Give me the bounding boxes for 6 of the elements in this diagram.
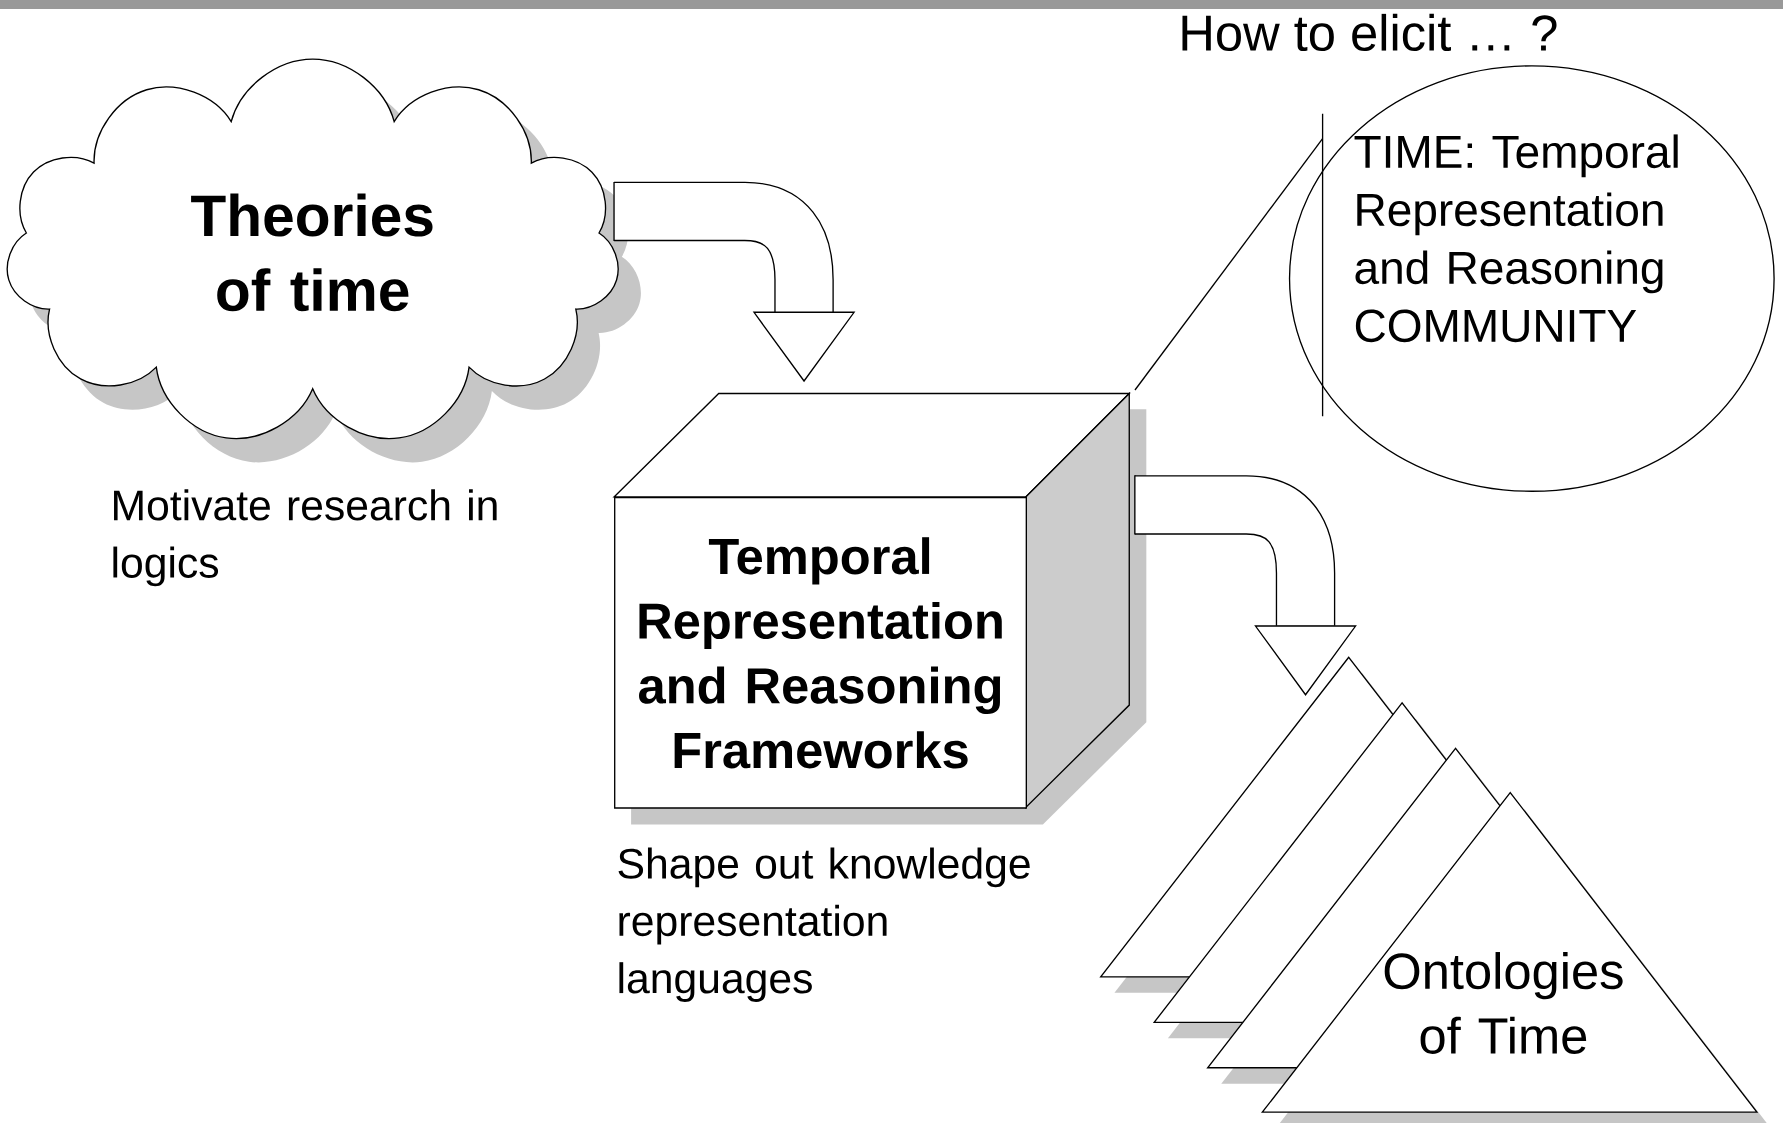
block-arrow: [1134, 474, 1357, 696]
title: How to elicit … ?: [1182, 13, 1557, 52]
node-label: Shape out knowledge representation languages: [618, 847, 1030, 1002]
cloud: Theories of time: [6, 58, 641, 463]
node-label: Motivate research in logics: [113, 489, 497, 587]
callout-line: [1134, 138, 1324, 391]
